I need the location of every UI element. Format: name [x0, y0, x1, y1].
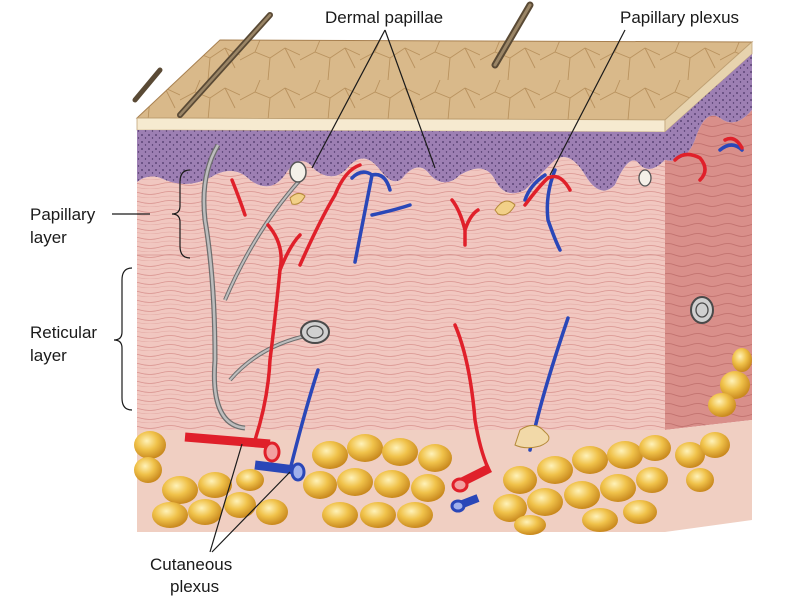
- epidermis-front: [137, 130, 665, 194]
- vein-segment: [254, 460, 296, 475]
- lamellar-corpuscle: [300, 320, 330, 344]
- meissner-corpuscle: [638, 169, 652, 187]
- label-papillary-plexus: Papillary plexus: [549, 8, 739, 176]
- label-cutaneous-plexus: Cutaneous plexus: [150, 443, 291, 596]
- meissner-corpuscles: [289, 161, 652, 187]
- leader-line: [311, 29, 386, 169]
- cutaneous-plexus-label-line1: Cutaneous: [150, 555, 232, 574]
- vein-cut-end: [290, 462, 306, 482]
- meissner-corpuscle: [289, 161, 307, 183]
- dermal-papillae-label: Dermal papillae: [325, 8, 443, 27]
- lamellar-corpuscles: [300, 296, 714, 344]
- label-dermal-papillae: Dermal papillae: [311, 8, 443, 169]
- artery-cut-end: [451, 477, 469, 493]
- papillary-layer-label-line1: Papillary: [30, 205, 96, 224]
- bracket: [171, 169, 191, 259]
- hair-shafts: [132, 1, 534, 118]
- fat-lobule-right: [493, 435, 671, 535]
- artery-segment: [184, 432, 271, 449]
- fat-lobule-left: [134, 431, 288, 528]
- leader-line: [549, 29, 626, 176]
- lamellar-corpuscle: [690, 296, 714, 324]
- hair-shaft-far-left: [132, 67, 163, 103]
- adipose-tissue: [134, 348, 752, 535]
- epidermis-side: [665, 54, 752, 161]
- label-reticular-layer: Reticular layer: [30, 267, 133, 411]
- reticular-layer-label-line1: Reticular: [30, 323, 97, 342]
- epidermis-surface: [135, 39, 754, 133]
- cutaneous-plexus-label-line2: plexus: [170, 577, 219, 596]
- veins: [288, 143, 744, 472]
- leader-line: [211, 471, 291, 553]
- reticular-layer-label-line2: layer: [30, 346, 67, 365]
- arteries: [230, 136, 744, 470]
- papillary-layer-label-line2: layer: [30, 228, 67, 247]
- bracket: [113, 267, 133, 411]
- vein-cut-end: [450, 499, 466, 513]
- fat-lobule-side: [675, 348, 752, 492]
- nerve-fibers: [201, 143, 311, 431]
- dermis-side: [665, 110, 752, 430]
- leader-line: [384, 29, 436, 169]
- fat-lobule-center: [303, 434, 452, 528]
- label-papillary-layer: Papillary layer: [30, 169, 191, 259]
- artery-segment: [459, 463, 493, 487]
- cell-fragments: [289, 192, 550, 449]
- papillary-plexus-label: Papillary plexus: [620, 8, 739, 27]
- artery-cut-end: [263, 441, 281, 463]
- leader-line: [209, 443, 243, 553]
- cutaneous-plexus-vessels: [184, 432, 493, 513]
